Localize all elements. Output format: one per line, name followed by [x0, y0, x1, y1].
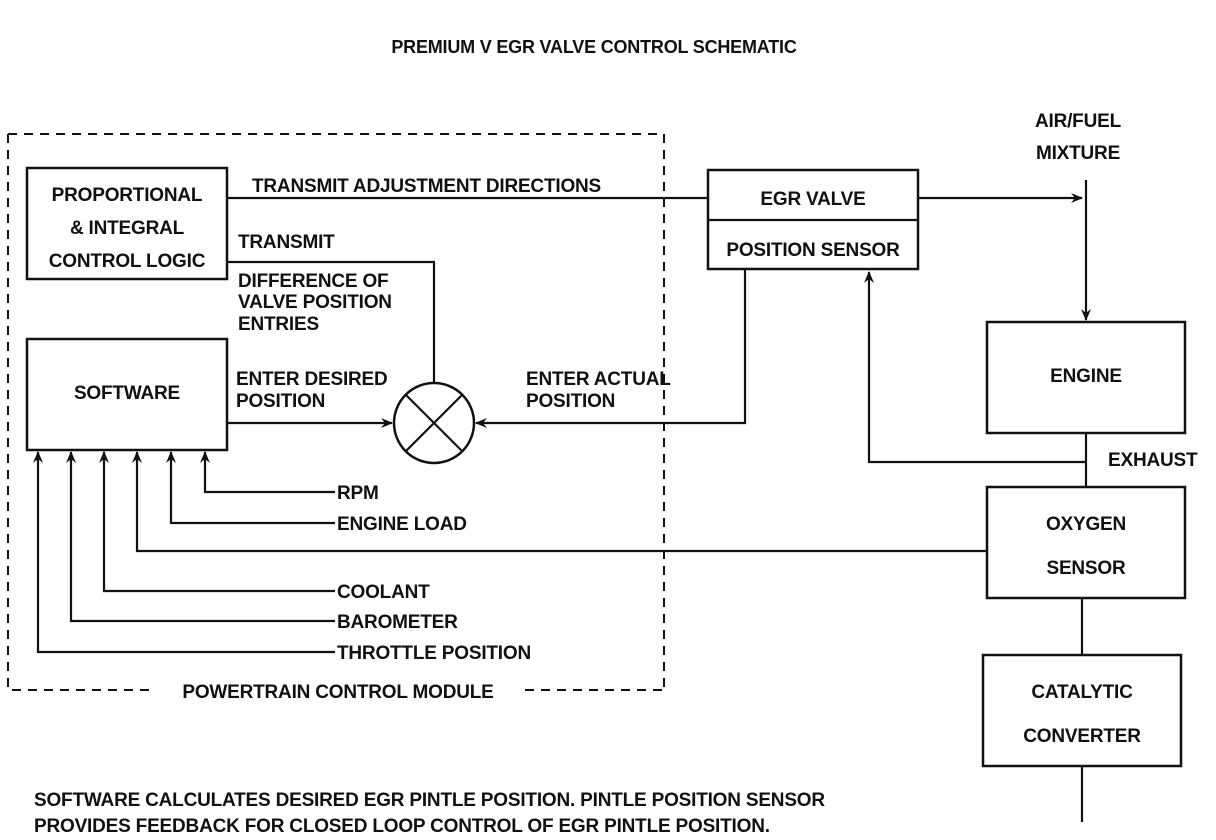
transmit-difference-wire: [227, 260, 436, 383]
footnote-line-2: PROVIDES FEEDBACK FOR CLOSED LOOP CONTRO…: [34, 816, 770, 837]
oxygen-sensor-line-2: SENSOR: [1046, 558, 1126, 579]
transmit-difference-line-1: TRANSMIT: [238, 232, 335, 253]
software-box: [25, 337, 229, 452]
enter-actual-line-1: ENTER ACTUAL: [526, 369, 671, 390]
pi-control-logic-box: [25, 166, 229, 281]
input-label-rpm: RPM: [337, 483, 379, 504]
pi-control-logic-line-2: & INTEGRAL: [70, 218, 185, 239]
input-label-coolant: COOLANT: [337, 582, 430, 603]
enter-actual-wire: [475, 269, 747, 428]
catalytic-converter-box: [981, 653, 1183, 768]
pi-control-logic-line-3: CONTROL LOGIC: [49, 251, 206, 272]
catalytic-converter-line-1: CATALYTIC: [1031, 682, 1133, 703]
software-label: SOFTWARE: [74, 383, 180, 404]
transmit-difference-line-4: ENTRIES: [238, 314, 319, 335]
engine-label: ENGINE: [1050, 366, 1122, 387]
transmit-adjustment-label: TRANSMIT ADJUSTMENT DIRECTIONS: [252, 176, 601, 197]
exhaust-feedback-wire: [864, 271, 1086, 464]
egr-valve-label: EGR VALVE: [760, 189, 865, 210]
pi-control-logic-line-1: PROPORTIONAL: [52, 185, 203, 206]
module-label: POWERTRAIN CONTROL MODULE: [182, 682, 493, 703]
input-label-throttle-position: THROTTLE POSITION: [337, 643, 531, 664]
air-fuel-line-1: AIR/FUEL: [1035, 111, 1122, 132]
input-wire-rpm: [200, 451, 335, 494]
input-wire-throttle-position: [33, 451, 335, 654]
diagram-title: PREMIUM V EGR VALVE CONTROL SCHEMATIC: [391, 37, 796, 57]
input-wire-oxygen-sensor: [132, 451, 987, 553]
enter-desired-line-2: POSITION: [236, 391, 325, 412]
powertrain-control-module-boundary: [7, 133, 665, 691]
input-label-engine-load: ENGINE LOAD: [337, 514, 467, 535]
summing-junction-icon: [392, 381, 476, 465]
oxygen-sensor-box: [985, 485, 1187, 600]
enter-actual-line-2: POSITION: [526, 391, 615, 412]
engine-box: [985, 320, 1187, 435]
position-sensor-label: POSITION SENSOR: [726, 240, 900, 261]
oxygen-sensor-line-1: OXYGEN: [1046, 514, 1126, 535]
input-label-barometer: BAROMETER: [337, 612, 458, 633]
catalytic-converter-line-2: CONVERTER: [1023, 726, 1141, 747]
transmit-difference-line-3: VALVE POSITION: [238, 292, 392, 313]
input-wire-coolant: [99, 451, 335, 593]
input-wire-barometer: [66, 451, 335, 623]
air-fuel-line-2: MIXTURE: [1036, 143, 1120, 164]
transmit-difference-line-2: DIFFERENCE OF: [238, 271, 388, 292]
enter-desired-line-1: ENTER DESIRED: [236, 369, 388, 390]
exhaust-label: EXHAUST: [1108, 450, 1198, 471]
footnote-line-1: SOFTWARE CALCULATES DESIRED EGR PINTLE P…: [34, 790, 825, 811]
input-wire-engine-load: [166, 451, 335, 525]
